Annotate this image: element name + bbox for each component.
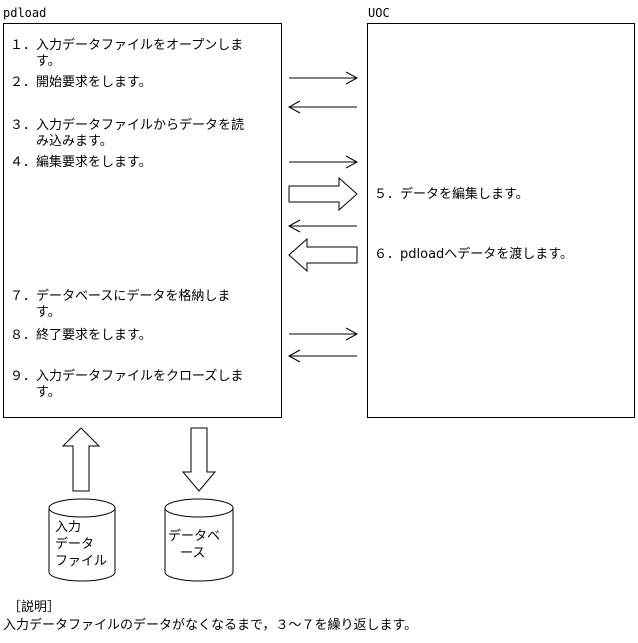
arrow-left-end-response <box>287 349 357 363</box>
step-text: 開始要求をします。 <box>36 75 152 90</box>
step-number: ２． <box>10 75 37 90</box>
note-title: ［説明］ <box>8 600 61 615</box>
input-file-label-line3: ファイル <box>55 554 108 569</box>
database-label-line2: ース <box>180 546 206 561</box>
step-text: データベースにデータを格納しま <box>36 289 231 304</box>
uoc-box <box>367 23 635 418</box>
step-text: pdloadへデータを渡します。 <box>400 247 573 262</box>
block-arrow-right-data <box>288 176 358 212</box>
step-number: ８． <box>10 328 37 343</box>
step-number: ３． <box>10 118 37 133</box>
uoc-label: UOC <box>368 6 390 20</box>
block-arrow-left-data <box>288 237 358 273</box>
uoc-step-6: ６．pdloadへデータを渡します。 <box>374 247 573 263</box>
step-text: データを編集します。 <box>400 187 529 202</box>
arrow-right-edit-request <box>289 155 359 169</box>
pdload-step-8: ８．終了要求をします。 <box>10 328 280 344</box>
step-number: １． <box>10 38 37 53</box>
input-file-label-line2: データ <box>55 537 95 552</box>
step-text: 入力データファイルからデータを読 <box>36 118 245 133</box>
input-file-label-line1: 入力 <box>55 520 82 535</box>
step-number: ５． <box>374 187 401 202</box>
step-text-cont: す。 <box>36 305 61 320</box>
step-number: ７． <box>10 289 37 304</box>
step-number: ４． <box>10 155 37 170</box>
input-file-cylinder <box>48 498 116 582</box>
input-file-label: 入力 データ ファイル <box>55 519 107 570</box>
step-number: ６． <box>374 247 401 262</box>
pdload-step-4: ４．編集要求をします。 <box>10 155 280 171</box>
pdload-step-7: ７．データベースにデータを格納しま す。 <box>10 289 280 321</box>
step-text-cont: す。 <box>36 54 61 69</box>
block-arrow-down-db <box>181 427 217 492</box>
step-text: 終了要求をします。 <box>36 328 152 343</box>
pdload-step-3: ３．入力データファイルからデータを読 み込みます。 <box>10 118 280 150</box>
pdload-label: pdload <box>3 6 47 20</box>
database-label-line1: データベ <box>168 529 221 544</box>
arrow-left-edit-response <box>287 219 357 233</box>
arrow-right-start-request <box>289 71 359 85</box>
pdload-box <box>3 23 282 418</box>
step-text: 入力データファイルをクローズしま <box>36 369 244 384</box>
arrow-left-start-response <box>287 100 357 114</box>
database-label: データベ ース <box>168 528 220 562</box>
step-text-cont: す。 <box>36 385 61 400</box>
pdload-step-2: ２．開始要求をします。 <box>10 75 280 91</box>
block-arrow-up-input <box>61 427 101 492</box>
step-text: 入力データファイルをオープンしま <box>36 38 244 53</box>
note-body: 入力データファイルのデータがなくなるまで，３～７を繰り返します。 <box>3 618 418 633</box>
pdload-step-9: ９．入力データファイルをクローズしま す。 <box>10 369 280 401</box>
pdload-step-1: １．入力データファイルをオープンしま す。 <box>10 38 280 70</box>
step-text: 編集要求をします。 <box>36 155 152 170</box>
step-text-cont: み込みます。 <box>36 134 113 149</box>
step-number: ９． <box>10 369 37 384</box>
uoc-step-5: ５．データを編集します。 <box>374 187 529 203</box>
database-cylinder <box>164 498 234 582</box>
arrow-right-end-request <box>289 327 359 341</box>
